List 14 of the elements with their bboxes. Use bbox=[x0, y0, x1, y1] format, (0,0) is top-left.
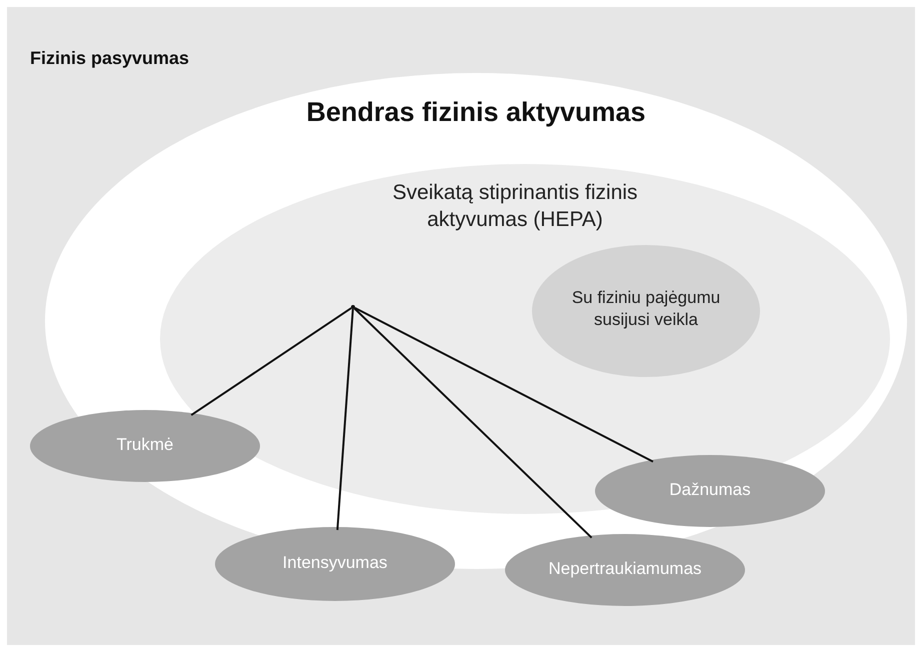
node-label: Dažnumas bbox=[668, 479, 752, 501]
node-label: Trukmė bbox=[116, 434, 174, 456]
region-label: Bendras fizinis aktyvumas bbox=[305, 96, 647, 129]
connector-line bbox=[190, 307, 352, 416]
background-panel bbox=[7, 7, 915, 645]
region-label: Fizinis pasyvumas bbox=[30, 47, 190, 70]
connector-line bbox=[354, 307, 654, 462]
node-label: Nepertraukiamumas bbox=[547, 558, 703, 580]
connector-line bbox=[354, 308, 592, 538]
junction-dot bbox=[351, 305, 355, 309]
node-label: Su fiziniu pajėgumu susijusi veikla bbox=[570, 287, 722, 332]
node-label: Intensyvumas bbox=[282, 552, 388, 574]
region-label: Sveikatą stiprinantis fizinis aktyvumas (HEPA) bbox=[391, 180, 639, 234]
connector-line bbox=[336, 308, 354, 530]
